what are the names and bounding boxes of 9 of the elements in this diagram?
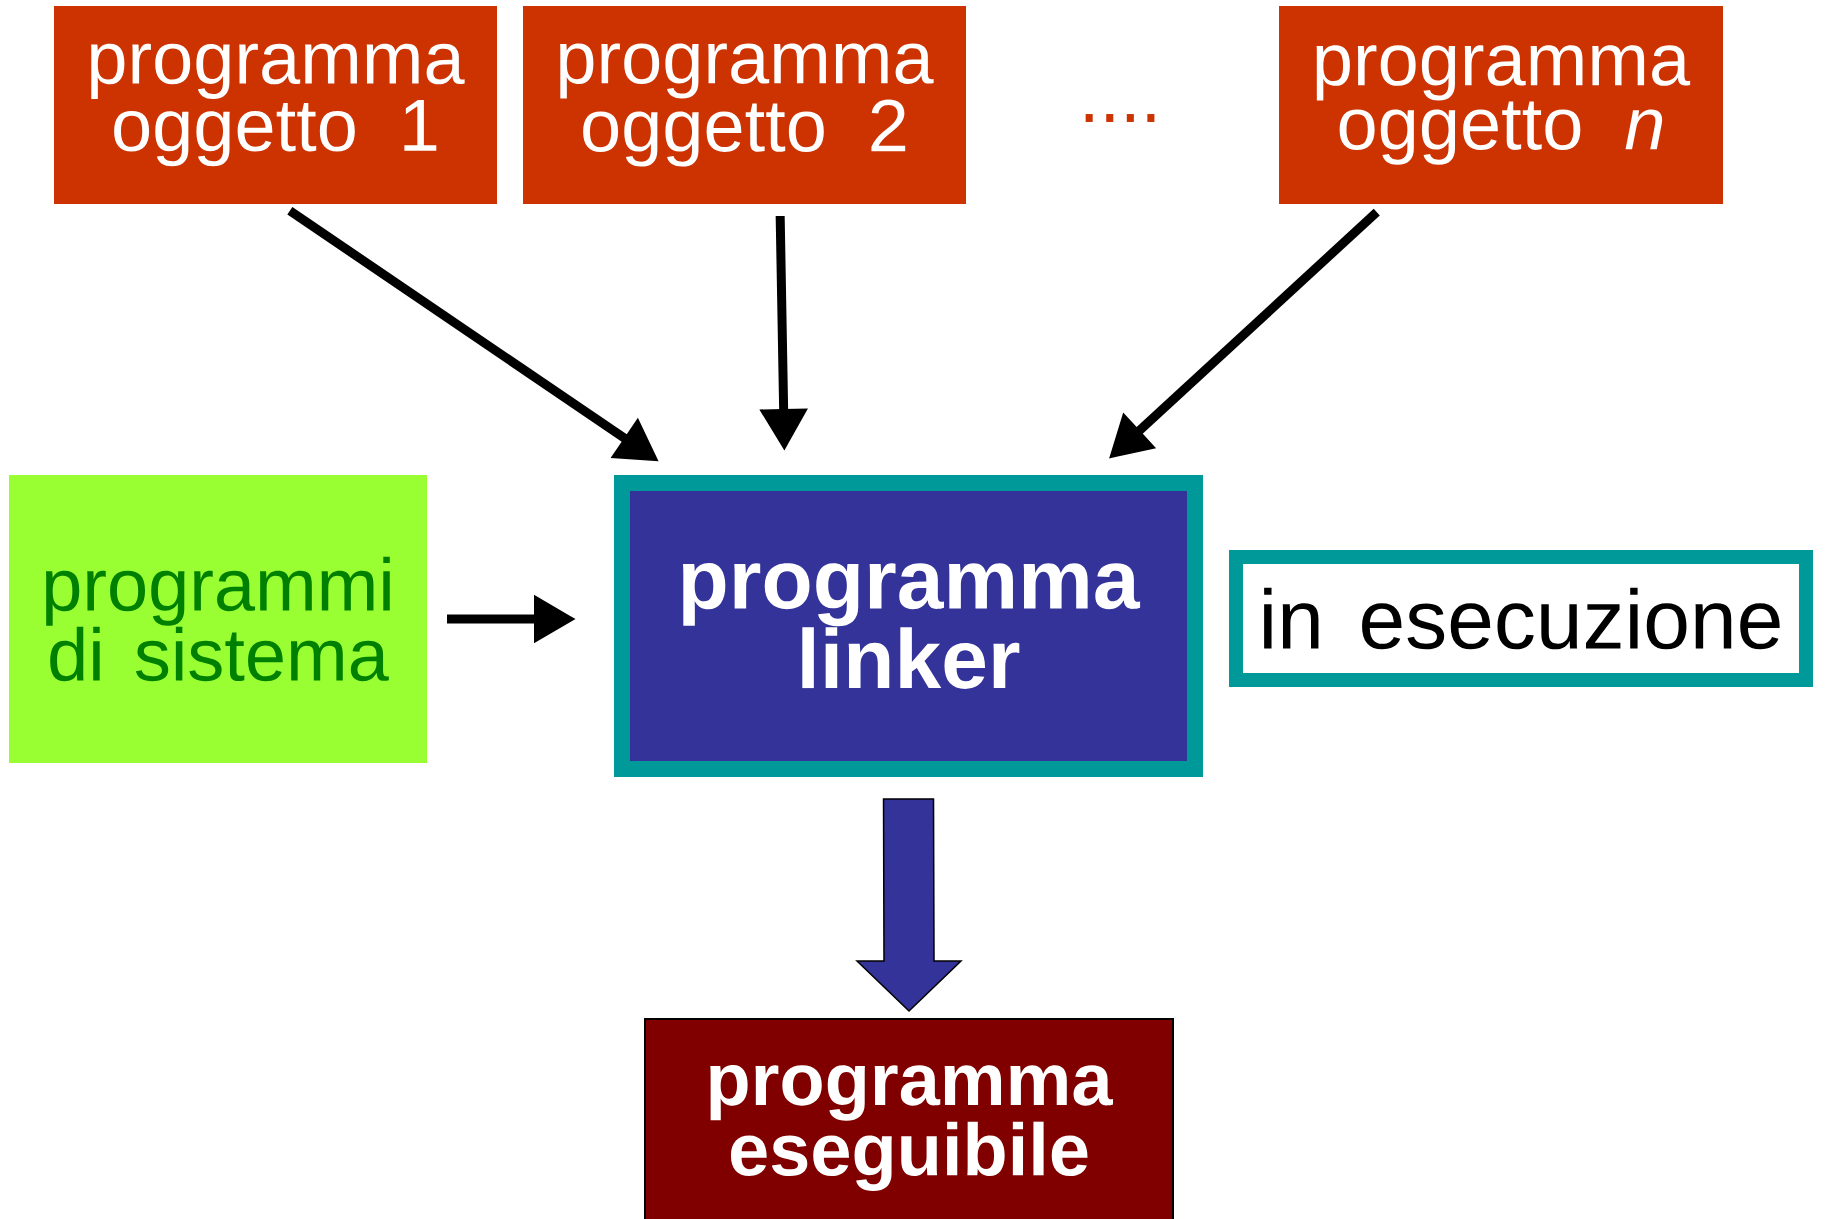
executable-box: programma eseguibile <box>644 1018 1174 1219</box>
status-box: in esecuzione <box>1229 550 1813 687</box>
ellipsis-dots: .... <box>1085 114 1155 122</box>
object-program-box: programma oggetto 2 <box>523 6 966 204</box>
system-programs-box: programmi di sistema <box>9 475 427 763</box>
object-program-box: programma oggetto 1 <box>54 6 497 204</box>
block-arrow <box>855 798 963 1013</box>
linker-box: programma linker <box>614 475 1203 777</box>
object-program-box: programma oggetto n <box>1279 6 1723 204</box>
